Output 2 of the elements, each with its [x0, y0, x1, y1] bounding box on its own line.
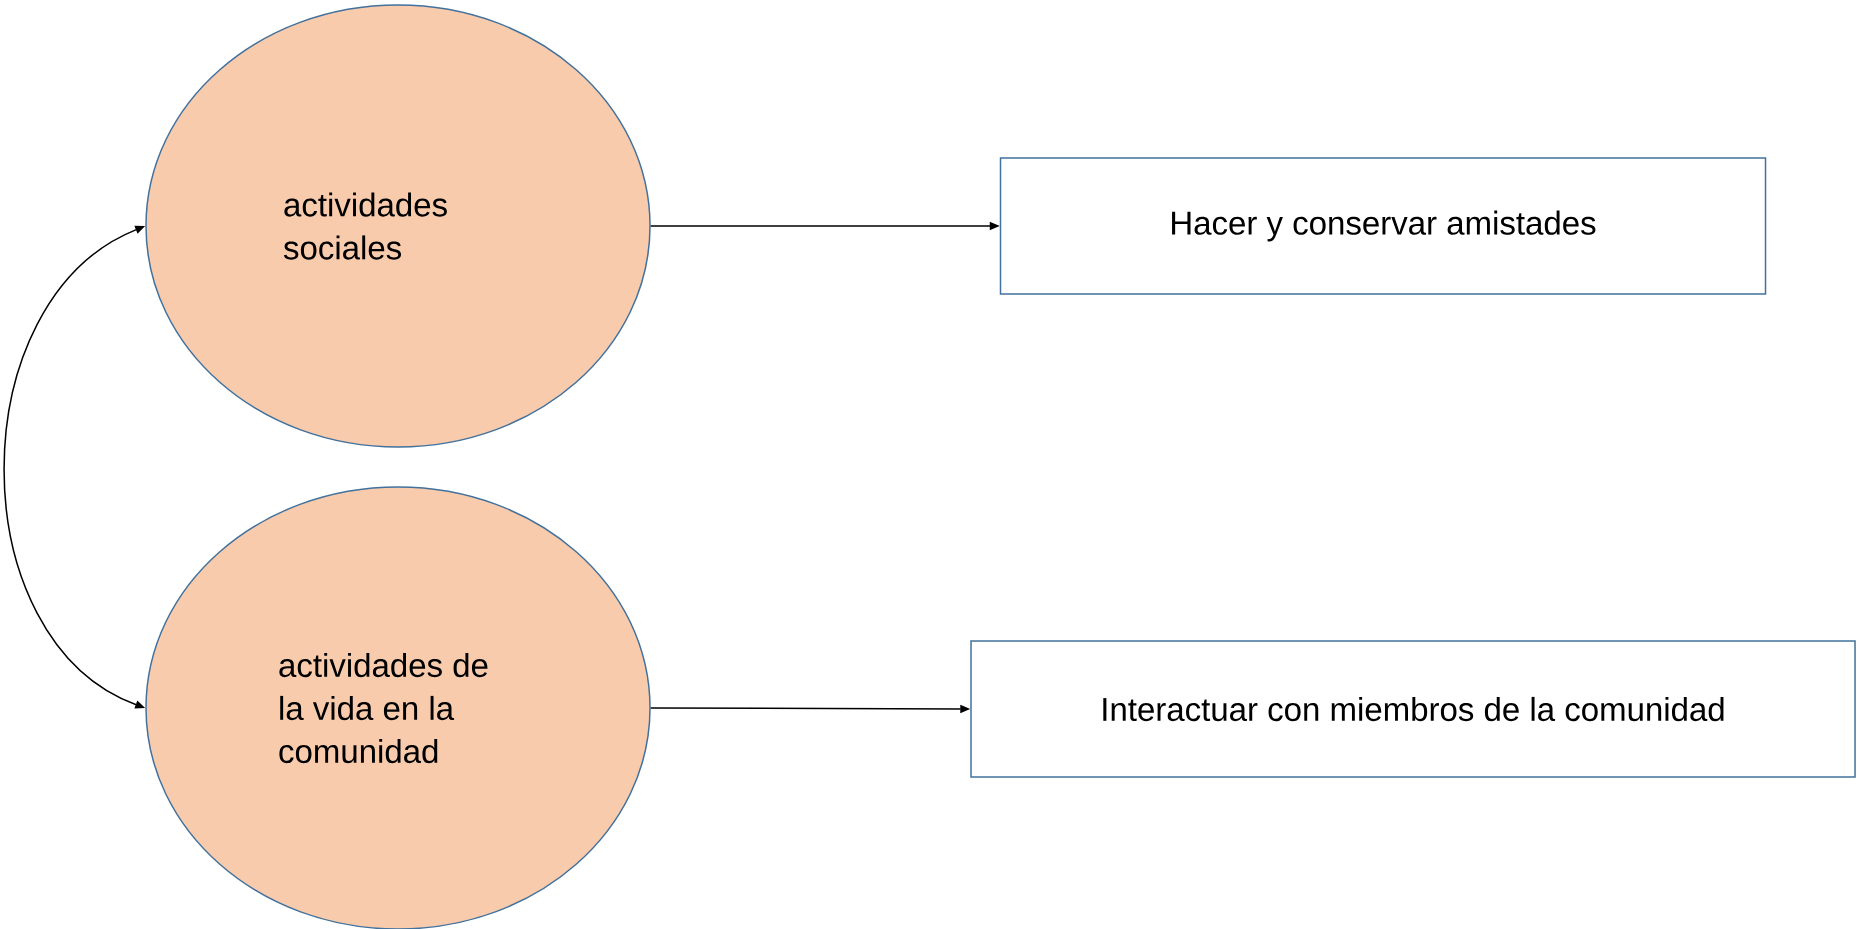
outcome-box: Hacer y conservar amistades: [999, 157, 1767, 295]
outcome-box: Interactuar con miembros de la comunidad: [970, 640, 1856, 778]
